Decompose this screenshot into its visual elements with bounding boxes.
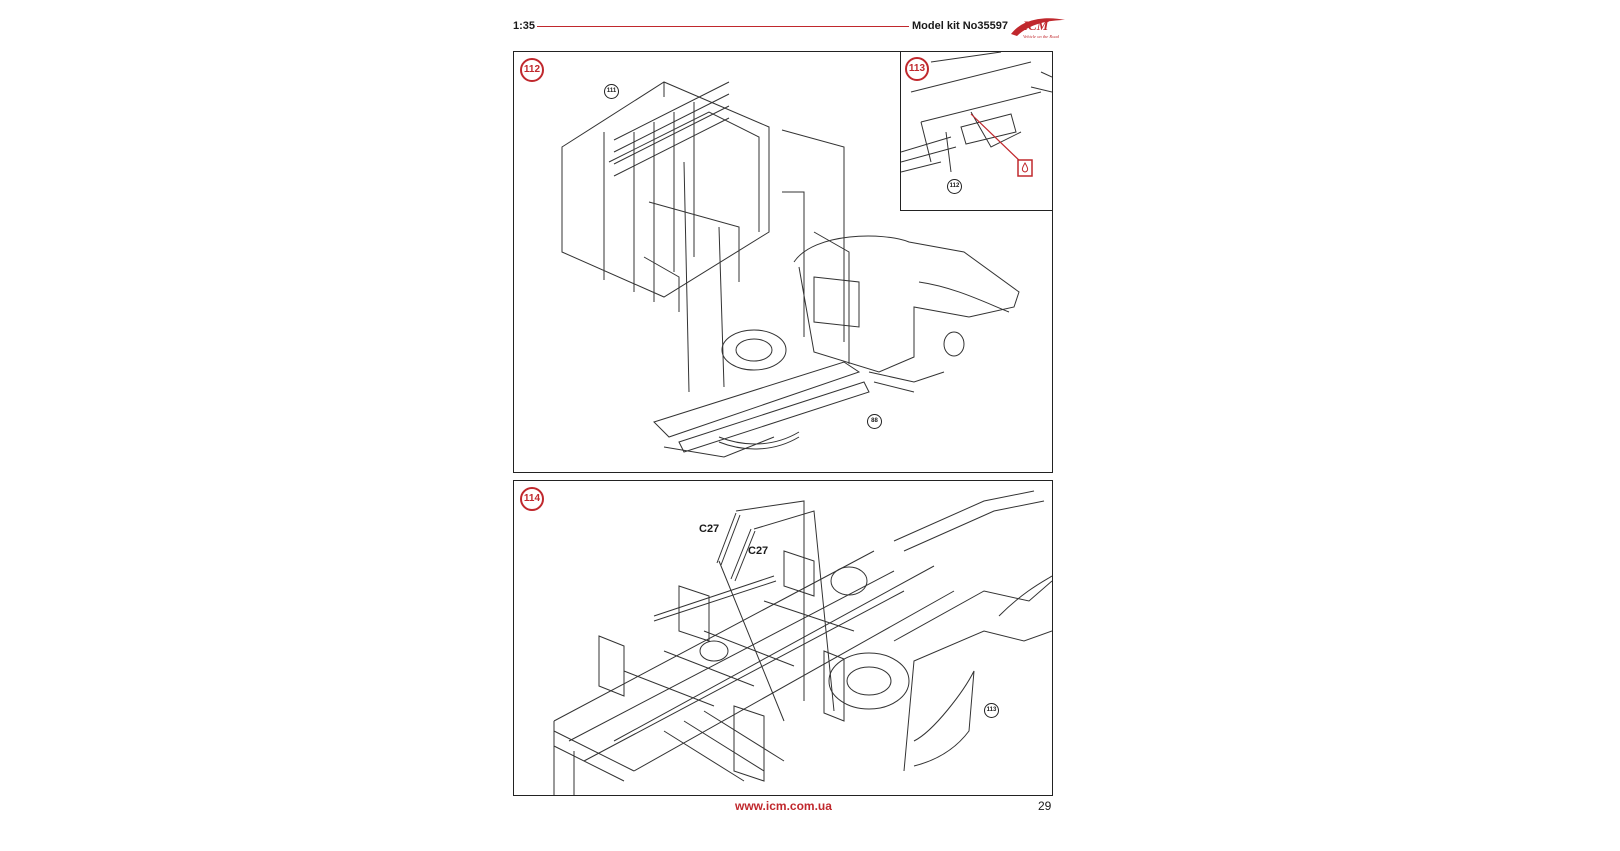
part-label-c27-left: C27 bbox=[699, 523, 720, 535]
page-number: 29 bbox=[1038, 799, 1052, 813]
step-113-badge: 113 bbox=[905, 57, 929, 81]
kit-number: Model kit No35597 bbox=[912, 20, 1008, 32]
step-114-badge: 114 bbox=[520, 487, 544, 511]
part-label-c27-right: C27 bbox=[748, 545, 769, 557]
page-header: 1:35 Model kit No35597 ICM Vehicle on th… bbox=[513, 14, 1080, 40]
detail-drawing-113 bbox=[901, 52, 1052, 177]
instruction-page: 1:35 Model kit No35597 ICM Vehicle on th… bbox=[513, 0, 1080, 851]
step-113-panel: 113 112 bbox=[900, 51, 1053, 211]
chassis-underside-drawing bbox=[553, 490, 1052, 795]
step-114-panel: 114 C27 C27 113 bbox=[513, 480, 1053, 796]
glue-icon bbox=[1017, 159, 1033, 177]
header-rule bbox=[537, 26, 909, 27]
svg-text:Vehicle on the Road: Vehicle on the Road bbox=[1023, 34, 1060, 39]
part-ref-112: 112 bbox=[947, 179, 962, 194]
part-ref-88: 88 bbox=[867, 414, 882, 429]
part-ref-113: 113 bbox=[984, 703, 999, 718]
truck-bed-assembly-drawing bbox=[561, 81, 1020, 458]
icm-logo: ICM Vehicle on the Road bbox=[1009, 14, 1067, 40]
scale-label: 1:35 bbox=[513, 20, 536, 32]
part-ref-111: 111 bbox=[604, 84, 619, 99]
footer-website[interactable]: www.icm.com.ua bbox=[735, 799, 832, 813]
svg-text:ICM: ICM bbox=[1022, 18, 1049, 33]
step-112-badge: 112 bbox=[520, 58, 544, 82]
